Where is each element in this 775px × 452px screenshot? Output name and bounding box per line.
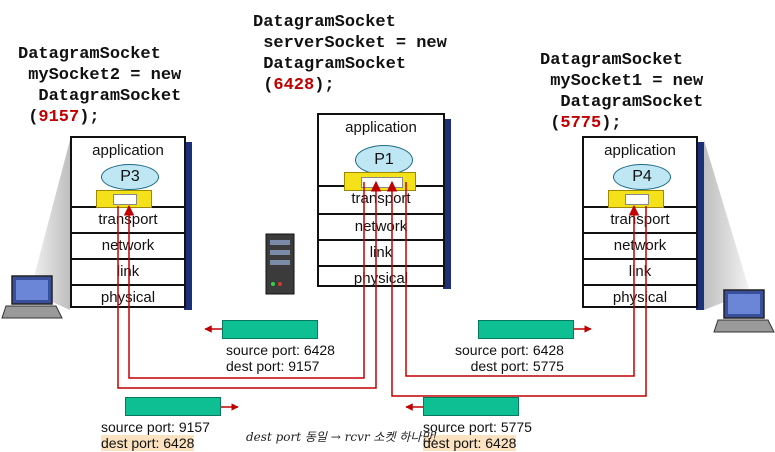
right-protocol-stack: application P4 transport network link ph… [582,136,704,312]
left-port-number: 9157 [38,108,80,127]
arrow-p4-to-p1 [386,180,647,397]
left-protocol-stack: application P3 transport network link ph… [70,136,192,312]
source-port-label: source port: 6428 [226,342,335,358]
physical-layer: physical [72,284,184,310]
left-socket-code: DatagramSocket mySocket2 = new DatagramS… [18,45,182,127]
segment-reply-to-p3 [222,320,318,339]
segment-from-p3-label: source port: 9157 dest port: 6428 [101,419,210,451]
physical-layer: physical [584,284,696,310]
source-port-label: source port: 5775 [423,419,532,435]
process-p1: P1 [355,145,413,175]
left-stack-projection [30,140,70,310]
network-layer: network [72,232,184,258]
application-layer-label: application [345,119,417,136]
source-port-label: source port: 6428 [455,342,564,358]
source-port-label: source port: 9157 [101,419,210,435]
right-stack-projection [704,140,750,310]
segment-from-p3 [125,397,221,416]
link-layer: link [72,258,184,284]
flow-arrows [117,180,647,411]
segment-reply-to-p4-label: source port: 6428 dest port: 5775 [455,342,564,374]
center-port-number: 6428 [273,76,315,95]
center-protocol-stack: application P1 transport network link ph… [317,113,451,291]
arrow-p1-to-p3 [123,182,365,379]
left-laptop-icon [1,275,63,319]
dest-port-label: dest port: 5775 [470,358,564,374]
network-layer: network [584,232,696,258]
process-p4: P4 [613,164,671,190]
right-socket-code: DatagramSocket mySocket1 = new DatagramS… [540,51,704,133]
process-p3: P3 [101,164,159,190]
segment-from-p4-label: source port: 5775 dest port: 6428 [423,419,532,451]
segment-reply-to-p4 [478,320,574,339]
application-layer-label: application [604,142,676,159]
dest-port-label: dest port: 6428 [101,435,195,451]
server-icon [265,233,295,295]
dest-port-label: dest port: 6428 [423,435,517,451]
center-socket-code: DatagramSocket serverSocket = new Datagr… [253,13,447,95]
handwritten-note: dest port 동일 → rcvr 소켓 하나만! [246,430,438,444]
arrow-p3-to-p1 [117,180,382,389]
right-laptop-icon [713,289,775,333]
arrow-p1-to-p4 [405,182,640,377]
network-layer: network [319,213,443,239]
segment-reply-to-p3-label: source port: 6428 dest port: 9157 [226,342,335,374]
physical-layer: physical [319,265,443,291]
right-port-number: 5775 [560,114,602,133]
dest-port-label: dest port: 9157 [226,358,320,374]
segment-from-p4 [423,397,519,416]
application-layer-label: application [92,142,164,159]
right-socket [608,190,664,208]
